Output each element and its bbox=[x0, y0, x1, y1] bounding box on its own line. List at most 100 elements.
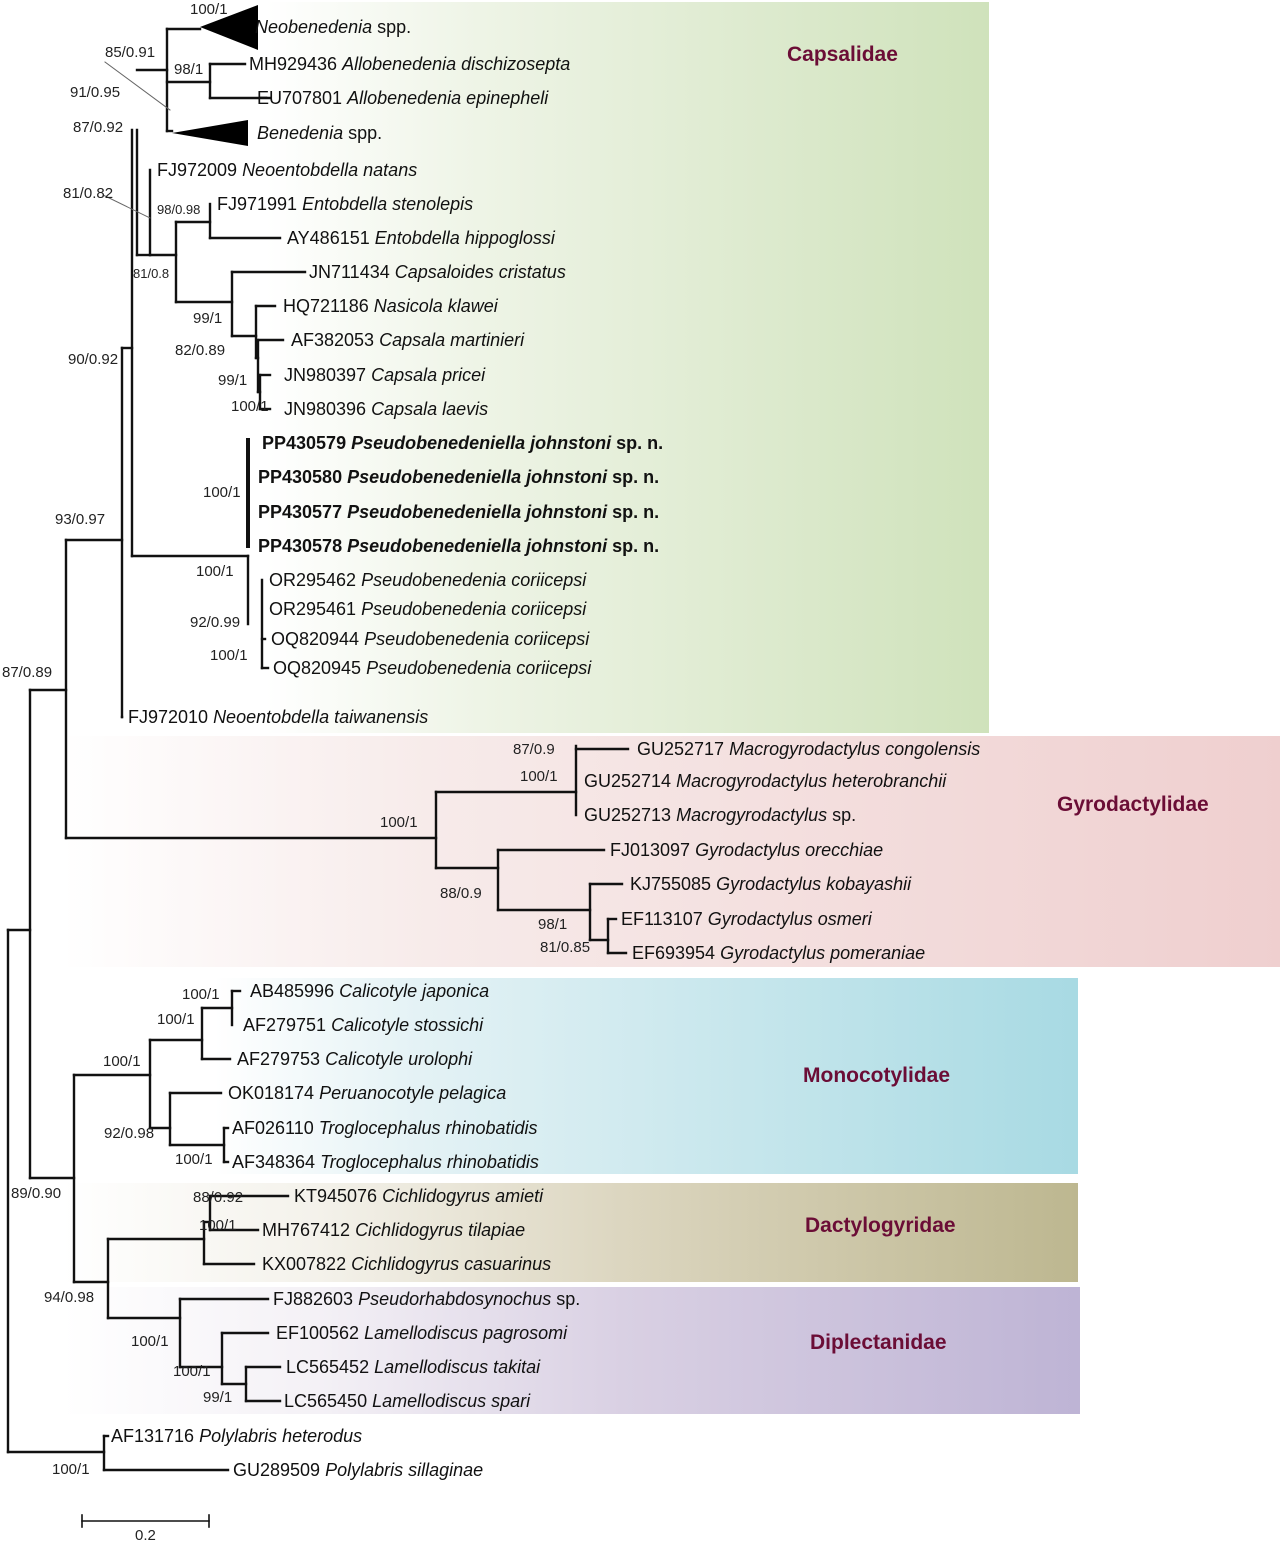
support-value: 99/1 bbox=[203, 1389, 233, 1406]
accession-number: OR295462 bbox=[269, 570, 362, 590]
taxon-label: FJ013097 Gyrodactylus orecchiae bbox=[610, 840, 883, 860]
species-name: Macrogyrodactylus congolensis bbox=[729, 739, 981, 759]
taxon-label: MH767412 Cichlidogyrus tilapiae bbox=[262, 1220, 525, 1240]
taxon-label: PP430578 Pseudobenedeniella johnstoni sp… bbox=[258, 536, 659, 556]
species-name: Gyrodactylus pomeraniae bbox=[720, 943, 926, 963]
taxon-label: PP430580 Pseudobenedeniella johnstoni sp… bbox=[258, 467, 659, 487]
species-name: Pseudobenedeniella johnstoni bbox=[347, 536, 608, 556]
accession-number: PP430577 bbox=[258, 502, 348, 522]
taxon-label: AB485996 Calicotyle japonica bbox=[250, 981, 489, 1001]
taxon-label: KJ755085 Gyrodactylus kobayashii bbox=[630, 874, 911, 894]
accession-number: GU252714 bbox=[584, 771, 677, 791]
accession-number: PP430580 bbox=[258, 467, 348, 487]
support-value: 82/0.89 bbox=[175, 342, 226, 359]
taxon-label: AF279753 Calicotyle urolophi bbox=[237, 1049, 472, 1069]
leader-line bbox=[104, 61, 171, 111]
support-value: 100/1 bbox=[157, 1011, 195, 1028]
support-value: 92/0.99 bbox=[190, 614, 241, 631]
clade-box-diplectanidae bbox=[62, 1287, 1080, 1414]
support-value: 94/0.98 bbox=[44, 1289, 95, 1306]
taxon-label: JN980397 Capsala pricei bbox=[284, 365, 485, 385]
species-name: Calicotyle japonica bbox=[339, 981, 490, 1001]
species-name: Pseudobenedenia coriicepsi bbox=[361, 570, 587, 590]
taxon-label: FJ972010 Neoentobdella taiwanensis bbox=[128, 707, 428, 727]
taxon-suffix: sp. n. bbox=[611, 433, 664, 453]
taxon-label: AF131716 Polylabris heterodus bbox=[111, 1426, 362, 1446]
accession-number: EF100562 bbox=[276, 1323, 365, 1343]
taxon-label: EF100562 Lamellodiscus pagrosomi bbox=[276, 1323, 567, 1343]
taxon-suffix: sp. bbox=[551, 1289, 581, 1309]
support-value: 98/1 bbox=[174, 61, 204, 78]
accession-number: OR295461 bbox=[269, 599, 362, 619]
accession-number: GU252717 bbox=[637, 739, 730, 759]
accession-number: AF026110 bbox=[232, 1118, 319, 1138]
species-name: Troglocephalus rhinobatidis bbox=[318, 1118, 538, 1138]
support-value: 100/1 bbox=[103, 1053, 141, 1070]
species-name: Macrogyrodactylus heterobranchii bbox=[676, 771, 947, 791]
taxon-label: PP430579 Pseudobenedeniella johnstoni sp… bbox=[262, 433, 663, 453]
species-name: Cichlidogyrus casuarinus bbox=[351, 1254, 552, 1274]
species-name: Allobenedenia dischizosepta bbox=[342, 54, 571, 74]
accession-number: JN711434 bbox=[309, 262, 395, 282]
species-name: Cichlidogyrus amieti bbox=[382, 1186, 544, 1206]
accession-number: LC565450 bbox=[284, 1391, 373, 1411]
accession-number: OQ820944 bbox=[271, 629, 365, 649]
taxon-label: PP430577 Pseudobenedeniella johnstoni sp… bbox=[258, 502, 659, 522]
accession-number: FJ882603 bbox=[273, 1289, 359, 1309]
species-name: Capsala martinieri bbox=[379, 330, 525, 350]
species-name: Pseudobenedenia coriicepsi bbox=[366, 658, 592, 678]
accession-number: AB485996 bbox=[250, 981, 340, 1001]
scale-bar-label: 0.2 bbox=[135, 1527, 156, 1544]
taxon-label: AF348364 Troglocephalus rhinobatidis bbox=[232, 1152, 539, 1172]
accession-number: AF279751 bbox=[243, 1015, 332, 1035]
support-value: 100/1 bbox=[182, 986, 220, 1003]
family-label-gyrodactylidae: Gyrodactylidae bbox=[1057, 793, 1209, 816]
taxon-label: OQ820945 Pseudobenedenia coriicepsi bbox=[273, 658, 591, 678]
accession-number: PP430578 bbox=[258, 536, 348, 556]
accession-number: PP430579 bbox=[262, 433, 352, 453]
support-value: 100/1 bbox=[203, 484, 241, 501]
support-value: 93/0.97 bbox=[55, 511, 106, 528]
species-name: Nasicola klawei bbox=[373, 296, 498, 316]
family-label-dactylogyridae: Dactylogyridae bbox=[805, 1214, 956, 1237]
accession-number: LC565452 bbox=[286, 1357, 375, 1377]
species-name: Peruanocotyle pelagica bbox=[319, 1083, 507, 1103]
taxon-suffix: sp. n. bbox=[607, 536, 660, 556]
taxon-suffix: sp. n. bbox=[607, 467, 660, 487]
accession-number: OQ820945 bbox=[273, 658, 367, 678]
taxon-label: MH929436 Allobenedenia dischizosepta bbox=[249, 54, 570, 74]
species-name: Neobenedenia bbox=[255, 17, 373, 37]
support-value: 89/0.90 bbox=[11, 1185, 62, 1202]
taxon-label: AF279751 Calicotyle stossichi bbox=[243, 1015, 483, 1035]
accession-number: KJ755085 bbox=[630, 874, 717, 894]
taxon-label: AY486151 Entobdella hippoglossi bbox=[287, 228, 555, 248]
accession-number: JN980397 bbox=[284, 365, 372, 385]
support-value: 100/1 bbox=[131, 1333, 169, 1350]
accession-number: HQ721186 bbox=[283, 296, 374, 316]
accession-number: FJ013097 bbox=[610, 840, 696, 860]
species-name: Capsala pricei bbox=[371, 365, 486, 385]
species-name: Capsala laevis bbox=[371, 399, 489, 419]
collapsed-clade-neobenedenia bbox=[200, 5, 258, 50]
support-value: 81/0.82 bbox=[63, 185, 114, 202]
support-value: 90/0.92 bbox=[68, 351, 119, 368]
support-value: 92/0.98 bbox=[104, 1125, 155, 1142]
taxon-label: HQ721186 Nasicola klawei bbox=[283, 296, 498, 316]
accession-number: JN980396 bbox=[284, 399, 372, 419]
accession-number: FJ972009 bbox=[157, 160, 243, 180]
family-label-monocotylidae: Monocotylidae bbox=[803, 1064, 951, 1087]
species-name: Lamellodiscus pagrosomi bbox=[364, 1323, 568, 1343]
support-value: 100/1 bbox=[520, 768, 558, 785]
taxon-label: GU289509 Polylabris sillaginae bbox=[233, 1460, 483, 1480]
taxon-label: AF382053 Capsala martinieri bbox=[291, 330, 524, 350]
species-name: Cichlidogyrus tilapiae bbox=[355, 1220, 526, 1240]
species-name: Benedenia bbox=[257, 123, 344, 143]
taxon-label: GU252717 Macrogyrodactylus congolensis bbox=[637, 739, 980, 759]
taxon-suffix: spp. bbox=[343, 123, 383, 143]
species-name: Pseudobenedenia coriicepsi bbox=[364, 629, 590, 649]
accession-number: EF113107 bbox=[621, 909, 708, 929]
accession-number: GU289509 bbox=[233, 1460, 326, 1480]
accession-number: AF382053 bbox=[291, 330, 380, 350]
support-value: 100/1 bbox=[196, 563, 234, 580]
